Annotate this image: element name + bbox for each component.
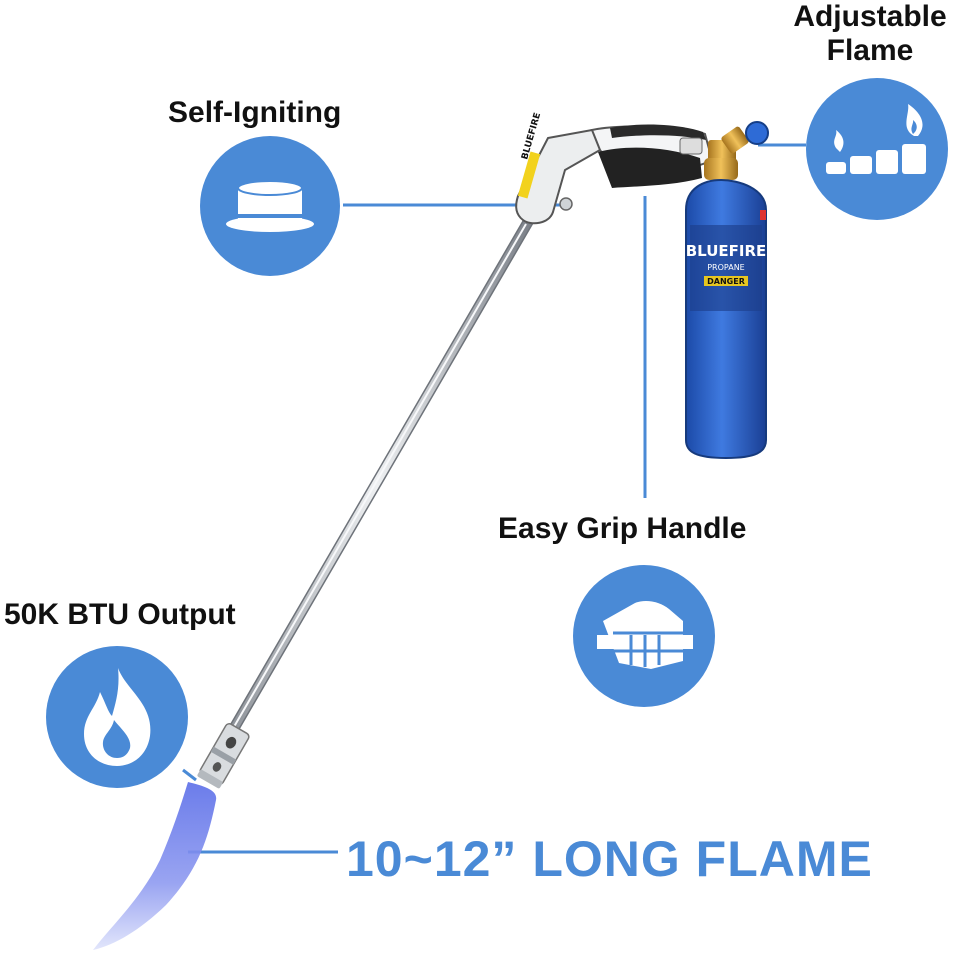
burner-nozzle <box>197 723 250 789</box>
lighter-button-icon <box>226 180 314 232</box>
easy-grip-badge <box>573 565 715 707</box>
btu-output-label: 50K BTU Output <box>4 598 236 631</box>
torch-rod <box>220 216 534 748</box>
torch-handle: BLUEFIRE <box>515 112 714 225</box>
propane-canister: BLUEFIRE PROPANE DANGER <box>685 121 769 460</box>
adjustable-flame-label-line2: Flame <box>826 34 914 67</box>
flame-icon <box>84 668 151 766</box>
self-igniting-badge <box>200 136 340 276</box>
canister-sub-text: PROPANE <box>707 263 745 272</box>
adjustable-flame-label-line1: Adjustable <box>793 0 947 33</box>
flame-jet <box>93 782 217 950</box>
adjustable-flame-label: Adjustable Flame <box>780 0 960 68</box>
self-igniting-label: Self-Igniting <box>168 96 342 129</box>
easy-grip-label: Easy Grip Handle <box>498 512 747 545</box>
flame-levels-icon <box>826 104 926 174</box>
btu-output-badge <box>46 646 188 788</box>
long-flame-headline: 10~12” LONG FLAME <box>346 831 873 887</box>
canister-danger-text: DANGER <box>707 277 745 286</box>
hand-grip-icon <box>597 601 693 669</box>
adjustable-flame-badge <box>806 78 948 220</box>
canister-brand-text: BLUEFIRE <box>686 242 767 260</box>
